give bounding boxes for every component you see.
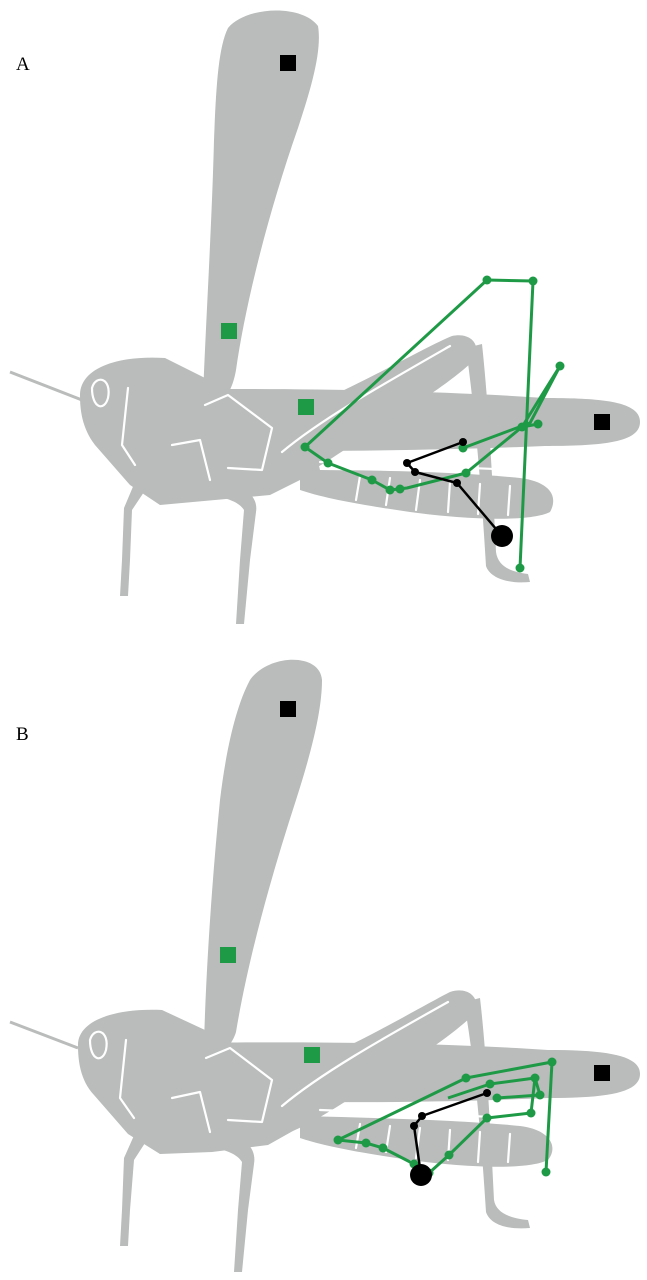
green-point xyxy=(483,1114,492,1123)
black-point xyxy=(459,438,467,446)
grasshopper-body-a xyxy=(10,10,640,624)
marker-green-square-thorax xyxy=(304,1047,320,1063)
antenna xyxy=(10,372,82,400)
black-point xyxy=(418,1112,426,1120)
marker-black-square-wing-tip xyxy=(280,701,296,717)
green-point xyxy=(379,1144,388,1153)
raised-wing xyxy=(204,660,322,1053)
green-point xyxy=(516,564,525,573)
marker-black-square-wing-tip xyxy=(280,55,296,71)
abdomen xyxy=(300,470,553,519)
marker-green-square-wing-base xyxy=(220,947,236,963)
black-point xyxy=(411,468,419,476)
black-end-point xyxy=(410,1164,432,1186)
green-point xyxy=(362,1139,371,1148)
raised-wing xyxy=(203,10,319,404)
panel-a: A xyxy=(0,0,647,640)
green-point xyxy=(534,420,543,429)
grasshopper-diagram-a xyxy=(0,0,647,640)
green-point xyxy=(548,1058,557,1067)
marker-green-square-thorax xyxy=(298,399,314,415)
green-point xyxy=(301,443,310,452)
green-point xyxy=(493,1094,502,1103)
green-point xyxy=(518,423,527,432)
green-point xyxy=(334,1136,343,1145)
green-point xyxy=(386,486,395,495)
green-point xyxy=(536,1091,545,1100)
marker-black-square-tegmen-tip xyxy=(594,1065,610,1081)
green-point xyxy=(527,1109,536,1118)
green-point xyxy=(556,362,565,371)
marker-green-square-wing-base xyxy=(221,323,237,339)
front-leg-2 xyxy=(200,480,256,624)
green-point xyxy=(324,459,333,468)
black-point xyxy=(483,1089,491,1097)
grasshopper-body-b xyxy=(10,660,640,1272)
green-point xyxy=(445,1151,454,1160)
grasshopper-diagram-b xyxy=(0,640,647,1280)
marker-black-square-tegmen-tip xyxy=(594,414,610,430)
green-point xyxy=(462,469,471,478)
black-end-point xyxy=(491,525,513,547)
green-point xyxy=(486,1080,495,1089)
green-point xyxy=(396,485,405,494)
antenna xyxy=(10,1022,78,1048)
green-point xyxy=(368,476,377,485)
black-point xyxy=(410,1122,418,1130)
black-point xyxy=(453,479,461,487)
green-point xyxy=(529,277,538,286)
green-point xyxy=(531,1074,540,1083)
front-leg-2 xyxy=(200,1132,254,1272)
black-point xyxy=(403,459,411,467)
green-point xyxy=(542,1168,551,1177)
panel-b: B xyxy=(0,640,647,1280)
green-point xyxy=(483,276,492,285)
green-point xyxy=(462,1074,471,1083)
